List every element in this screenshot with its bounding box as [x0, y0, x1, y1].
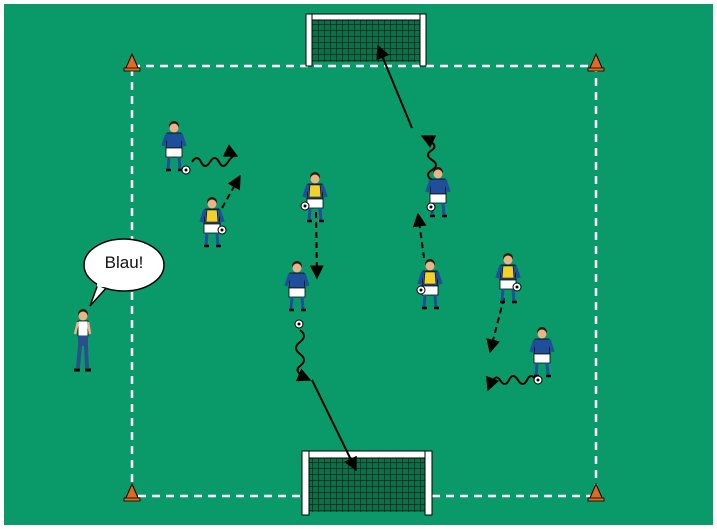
- ball-4: [534, 376, 542, 384]
- ball-6: [301, 202, 309, 210]
- ball-1: [182, 166, 190, 174]
- ball-5: [218, 226, 226, 234]
- ball-3: [427, 203, 435, 211]
- goal-top: [306, 14, 426, 66]
- ball-8: [513, 283, 521, 291]
- ball-7: [417, 286, 425, 294]
- speech-bubble-text: Blau!: [92, 253, 156, 273]
- goal-bottom: [302, 451, 432, 515]
- ball-2: [295, 320, 303, 328]
